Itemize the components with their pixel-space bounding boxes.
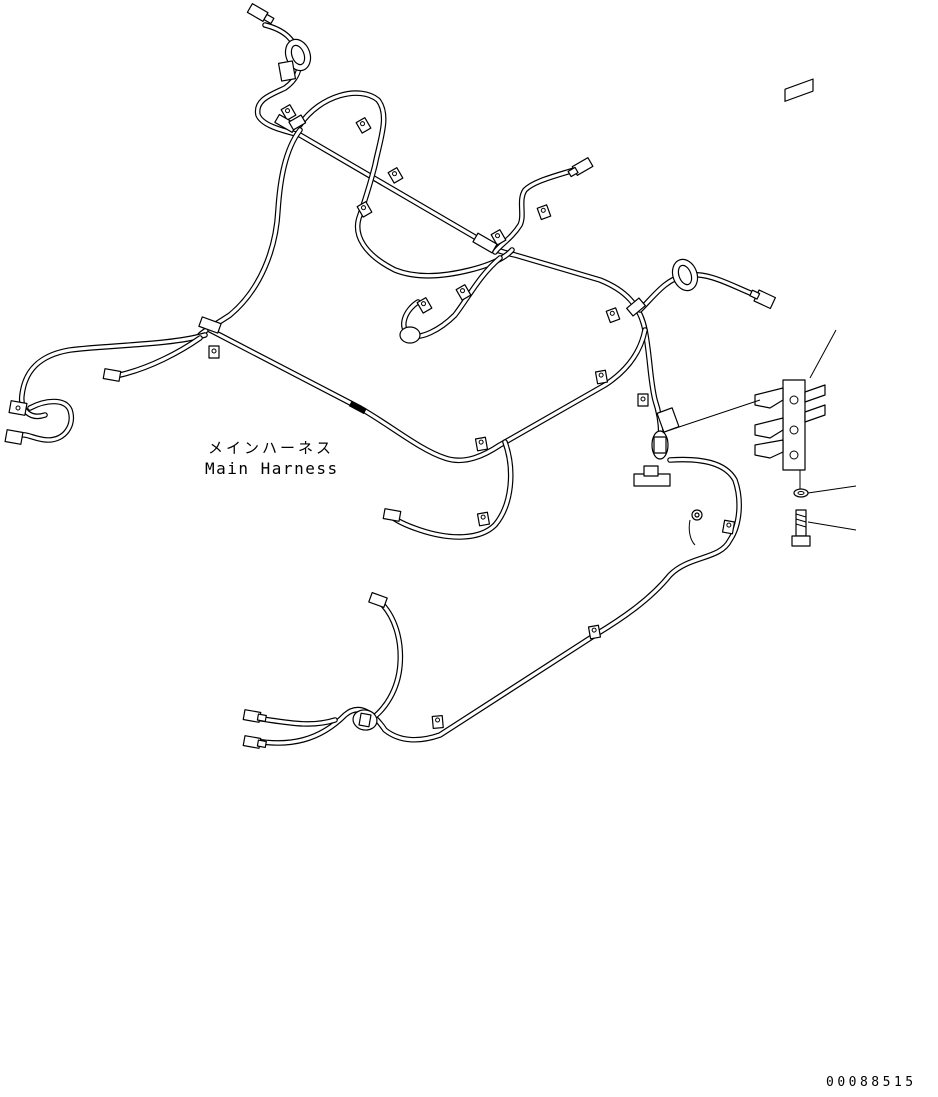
connectors — [4, 3, 777, 749]
main-harness-wires — [17, 22, 758, 540]
harness-label-english: Main Harness — [205, 459, 339, 478]
bolt — [791, 509, 811, 547]
harness-clamps — [198, 104, 736, 730]
harness-label-japanese: メインハーネス — [208, 439, 335, 457]
drawing-code: 00088515 — [826, 1075, 917, 1090]
leader-lines — [669, 329, 857, 531]
lower-harness-wires — [247, 456, 742, 746]
relay-bracket — [754, 78, 826, 490]
grommets — [277, 38, 699, 344]
washer — [793, 488, 809, 498]
